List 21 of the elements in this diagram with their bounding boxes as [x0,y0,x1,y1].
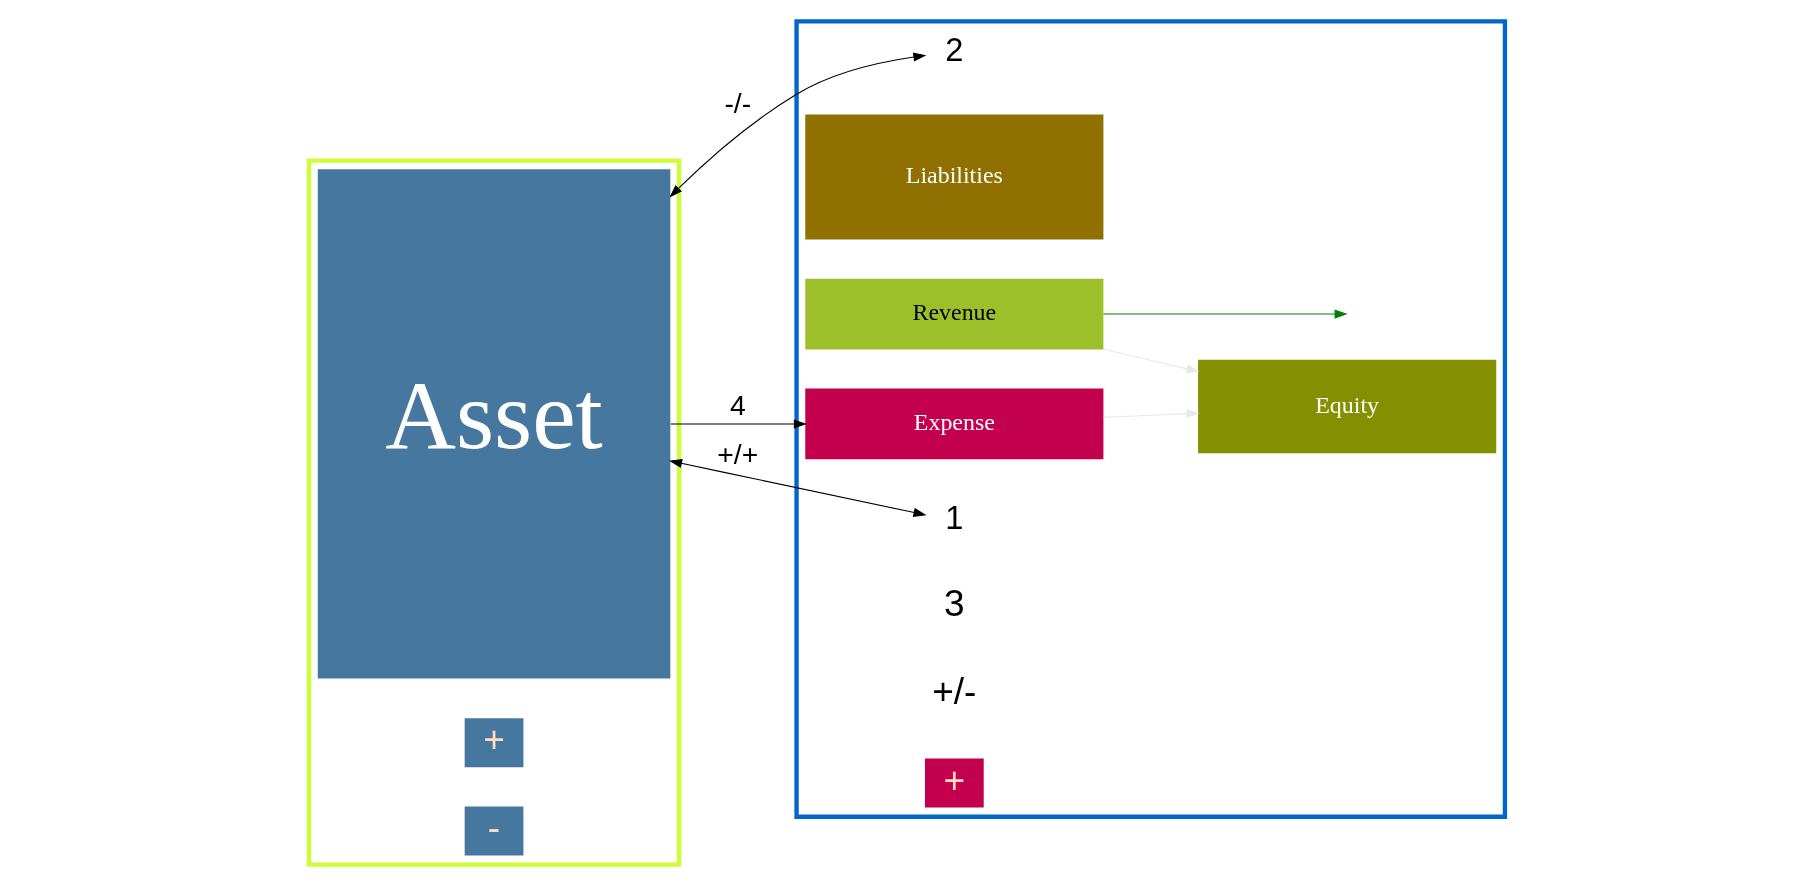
label: 3 [944,583,965,625]
node-box: Liabilities [805,114,1104,240]
node-text: 1 [945,498,964,536]
node-box: Expense [805,388,1104,460]
arrow [669,52,927,198]
edge-label: -/- [724,86,752,119]
edge-label: 4 [729,389,746,422]
node-text: 2 [945,31,964,69]
arrow [1103,409,1200,419]
label: + [943,759,966,801]
node-box: Equity [1198,359,1497,454]
label: + [483,719,505,761]
label: +/- [932,671,977,713]
node-box: Asset [317,169,671,679]
arrow [1103,348,1200,374]
edge-label: +/+ [717,438,759,470]
arrow [669,458,927,517]
node-box: Revenue [805,278,1104,350]
label: - [487,807,501,849]
arrow [670,419,807,429]
arrow [1103,309,1348,319]
